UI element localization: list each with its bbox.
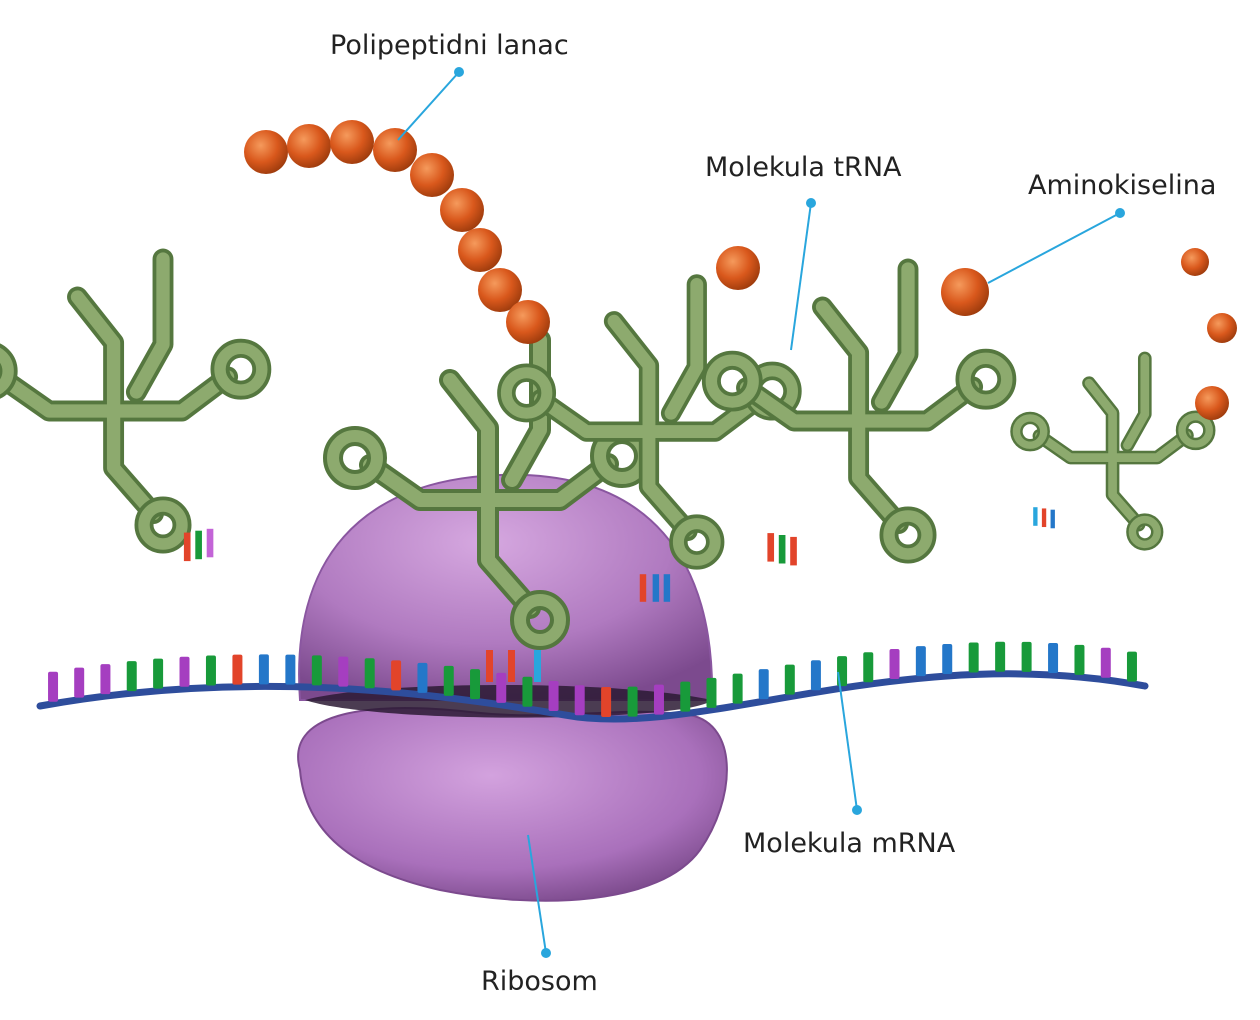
mrna-base <box>417 662 428 693</box>
mrna-bases <box>48 641 1137 717</box>
mrna-base <box>1021 641 1032 672</box>
ribosome-small-subunit <box>297 707 728 902</box>
label-polypeptide: Polipeptidni lanac <box>330 30 569 61</box>
mrna-base <box>915 646 926 677</box>
mrna-base <box>548 681 559 712</box>
mrna-base <box>285 654 296 685</box>
label-ribosome: Ribosom <box>481 966 598 997</box>
trna-p-site <box>333 340 644 682</box>
mrna-base <box>74 667 85 698</box>
trna-free-right <box>1016 358 1209 544</box>
leader-dots <box>454 67 1125 958</box>
mrna-base <box>126 661 137 692</box>
mrna-base <box>810 660 821 691</box>
mrna-base <box>100 664 111 695</box>
mrna-base <box>1126 651 1137 682</box>
mrna-base <box>364 658 375 689</box>
mrna-base <box>889 648 900 679</box>
mrna-base <box>522 676 533 707</box>
mrna-base <box>863 652 874 683</box>
trna-charged <box>711 269 1006 566</box>
mrna-base <box>1074 644 1085 675</box>
mrna-base <box>784 664 795 695</box>
mrna-base <box>1048 642 1059 673</box>
mrna-base <box>706 677 717 708</box>
mrna-base <box>627 686 638 717</box>
mrna-base <box>205 655 216 686</box>
mrna-base <box>232 654 243 685</box>
label-amino-acid: Aminokiselina <box>1028 170 1217 201</box>
mrna-base <box>995 641 1006 672</box>
mrna-base <box>48 671 59 702</box>
label-trna: Molekula tRNA <box>705 152 902 183</box>
label-mrna: Molekula mRNA <box>743 828 956 859</box>
amino-acids <box>716 246 1237 420</box>
mrna-base <box>470 669 481 700</box>
leader-lines <box>397 71 1121 954</box>
mrna-base <box>179 656 190 687</box>
mrna-base <box>601 686 612 717</box>
mrna-base <box>443 665 454 696</box>
mrna-base <box>653 684 664 715</box>
trna-a-site <box>506 284 792 602</box>
mrna-base <box>732 673 743 704</box>
mrna-base <box>968 642 979 673</box>
mrna-base <box>680 681 691 712</box>
mrna-base <box>258 654 269 685</box>
mrna-base <box>496 672 507 703</box>
mrna-base <box>758 669 769 700</box>
trna-free-left <box>0 259 262 562</box>
mrna-base <box>942 643 953 674</box>
mrna-base <box>1100 647 1111 678</box>
polypeptide-chain <box>244 120 550 344</box>
mrna-base <box>338 656 349 687</box>
mrna-base <box>311 655 322 686</box>
mrna-backbone <box>36 670 1149 723</box>
mrna-base <box>391 660 402 691</box>
mrna-base <box>153 658 164 689</box>
mrna-base <box>574 685 585 716</box>
